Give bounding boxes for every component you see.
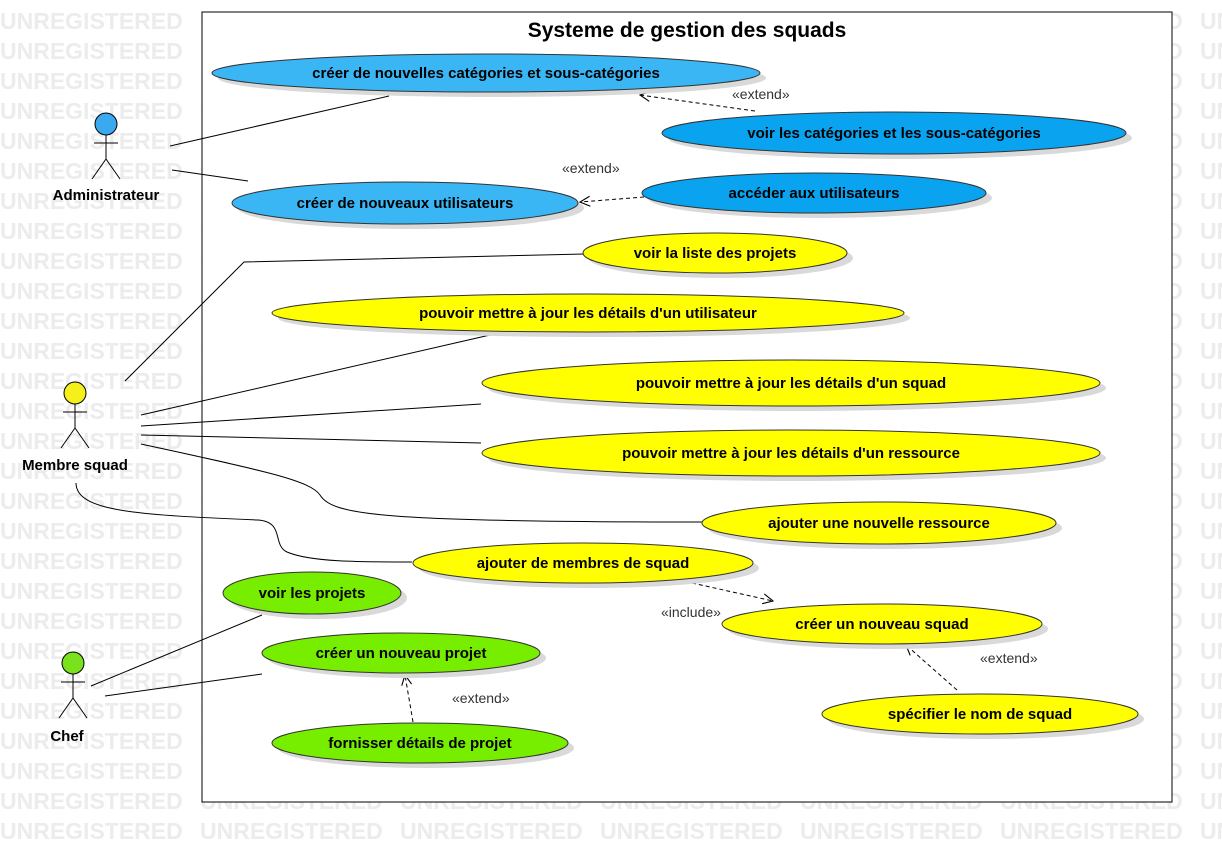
use-case-categories[interactable]: créer de nouvelles catégories et sous-ca… [211, 53, 766, 97]
actor-label: Membre squad [22, 457, 128, 474]
assoc-member-maj-ressource [140, 434, 482, 444]
stick-figure-icon [60, 404, 90, 449]
assoc-chef-nouveau-projet [104, 673, 263, 697]
use-case-label: créer un nouveau squad [795, 616, 968, 633]
assoc-member-maj-squad [140, 403, 482, 427]
actor-chef[interactable]: Chef [50, 651, 88, 745]
use-case-details-projet[interactable]: fornisser détails de projet [271, 722, 574, 768]
system-title: Systeme de gestion des squads [528, 19, 847, 42]
use-case-voir-categories[interactable]: voir les catégories et les sous-catégori… [661, 111, 1132, 159]
actor-head-icon [61, 651, 85, 675]
actor-membre-squad[interactable]: Membre squad [22, 381, 128, 474]
stereo-extend-projet: «extend» [452, 690, 510, 706]
use-case-label: créer de nouvelles catégories et sous-ca… [312, 65, 660, 82]
use-case-label: ajouter une nouvelle ressource [768, 515, 990, 532]
use-case-acceder[interactable]: accéder aux utilisateurs [641, 172, 992, 218]
stereo-extend-nom-squad: «extend» [980, 650, 1038, 666]
use-case-label: spécifier le nom de squad [888, 706, 1072, 723]
assoc-admin-utilisateurs [171, 169, 249, 182]
dependencies [405, 95, 958, 723]
use-case-utilisateurs[interactable]: créer de nouveaux utilisateurs [231, 181, 584, 229]
use-case-liste-projets[interactable]: voir la liste des projets [582, 232, 853, 278]
stick-figure-icon [58, 674, 88, 719]
actor-head-icon [94, 112, 118, 136]
dep-extend-utilisateurs [580, 197, 645, 202]
stick-figure-icon [91, 135, 121, 180]
dep-extend-projet [405, 675, 414, 723]
use-case-label: créer de nouveaux utilisateurs [297, 195, 514, 212]
assoc-chef-voir-projets [90, 614, 263, 687]
use-case-label: pouvoir mettre à jour les détails d'un s… [636, 375, 946, 392]
use-case-voir-projets[interactable]: voir les projets [222, 571, 407, 619]
use-case-nouveau-projet[interactable]: créer un nouveau projet [261, 632, 546, 678]
use-case-label: créer un nouveau projet [316, 645, 487, 662]
use-case-maj-ressource[interactable]: pouvoir mettre à jour les détails d'un r… [481, 429, 1106, 481]
use-case-maj-utilisateur[interactable]: pouvoir mettre à jour les détails d'un u… [271, 293, 910, 337]
use-case-label: fornisser détails de projet [328, 735, 511, 752]
use-case-ajout-ressource[interactable]: ajouter une nouvelle ressource [701, 501, 1062, 549]
assoc-admin-categories [169, 95, 390, 147]
use-case-label: voir la liste des projets [634, 245, 797, 262]
associations [75, 95, 706, 697]
use-case-nouveau-squad[interactable]: créer un nouveau squad [721, 603, 1048, 649]
use-case-ajout-membres[interactable]: ajouter de membres de squad [412, 542, 759, 588]
use-case-label: pouvoir mettre à jour les détails d'un r… [622, 445, 960, 462]
use-case-label: ajouter de membres de squad [477, 555, 690, 572]
actor-label: Administrateur [53, 187, 160, 204]
actor-label: Chef [50, 728, 84, 745]
stereo-include-squad: «include» [661, 604, 721, 620]
dep-extend-nom-squad [906, 645, 958, 691]
use-case-label: accéder aux utilisateurs [729, 185, 900, 202]
assoc-member-ajout-ressource [140, 443, 706, 523]
assoc-member-liste-projets [124, 253, 585, 382]
use-case-label: pouvoir mettre à jour les détails d'un u… [419, 305, 757, 322]
dep-extend-categories [640, 95, 756, 112]
actor-head-icon [63, 381, 87, 405]
stereo-extend-utilisateurs: «extend» [562, 160, 620, 176]
use-case-label: voir les catégories et les sous-catégori… [747, 125, 1040, 142]
use-case-maj-squad[interactable]: pouvoir mettre à jour les détails d'un s… [481, 359, 1106, 411]
use-case-label: voir les projets [259, 585, 366, 602]
use-case-nom-squad[interactable]: spécifier le nom de squad [821, 693, 1144, 739]
assoc-member-maj-utilisateur [140, 334, 491, 416]
actor-administrateur[interactable]: Administrateur [53, 112, 160, 204]
stereo-extend-categories: «extend» [732, 86, 790, 102]
assoc-member-ajout-membres [75, 482, 413, 563]
